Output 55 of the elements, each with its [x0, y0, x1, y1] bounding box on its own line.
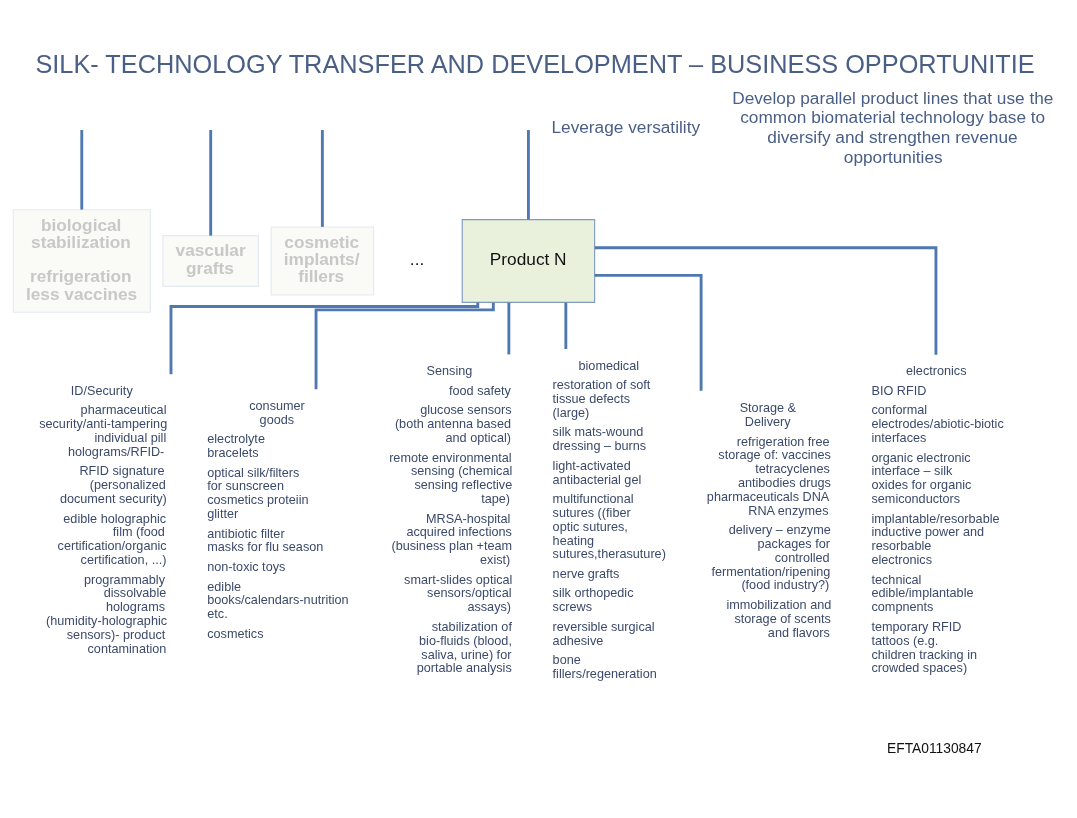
- node-label: edible holographic film (food certification/organic certification, ...): [57, 511, 167, 567]
- node-label: bone fillers/regeneration: [552, 652, 657, 681]
- node-text: biomedical: [578, 358, 640, 373]
- node-label: implantable/resorbable inductive power and resorbable electronics: [871, 511, 1000, 567]
- node-label: non-toxic toys: [207, 559, 286, 574]
- label: ...: [409, 248, 425, 269]
- node-label: temporary RFID tattoos (e.g. children tracking in crowded spaces): [871, 619, 978, 675]
- node-label: multifunctional sutures ((fiber optic sutures, heating sutures,therasuture): [552, 491, 666, 561]
- node-text: consumer goods: [249, 398, 305, 427]
- node-label: silk mats-wound dressing – burns: [552, 424, 647, 453]
- node-label: delivery – enzyme packages for controlled fermentation/ripening (food industry?): [711, 522, 831, 592]
- node-box: Product N: [461, 218, 596, 303]
- node-label: organic electronic interface – silk oxides for organic semiconductors: [871, 450, 972, 506]
- diagram-title: SILK- TECHNOLOGY TRANSFER AND DEVELOPMENT – BUSINESS OPPORTUNITIE: [35, 49, 1035, 78]
- node-label: programmably dissolvable holograms (humidity-holographic sensors)- product contamination: [46, 572, 168, 656]
- node-label: stabilization of bio-fluids (blood, saliva, urine) for portable analysis: [416, 619, 512, 675]
- connector: [169, 302, 480, 374]
- node-label: conformal electrodes/abiotic-biotic interfaces: [871, 402, 1004, 445]
- node-label: optical silk/filters for sunscreen cosmetics proteiin glitter: [207, 465, 309, 521]
- node-text: Sensing: [426, 363, 473, 378]
- node-label: cosmetics: [207, 626, 264, 641]
- node-label: BIO RFID: [871, 383, 927, 398]
- node-label: smart-slides optical sensors/optical assays): [404, 572, 513, 614]
- node-label: pharmaceutical security/anti-tampering individual pill holograms/RFID-: [39, 402, 168, 459]
- label: Leverage versatility: [551, 116, 701, 137]
- connector: [527, 129, 530, 219]
- connector: [564, 302, 568, 349]
- node-label: antibiotic filter masks for flu season: [207, 526, 324, 554]
- node-label: technical edible/implantable compnents: [871, 572, 974, 614]
- connector: [320, 129, 324, 227]
- connector: [209, 129, 213, 236]
- node-label: glucose sensors (both antenna based and optical): [394, 402, 512, 445]
- node-label: restoration of soft tissue defects (large): [552, 377, 651, 420]
- connector: [594, 245, 938, 355]
- connector: [314, 302, 495, 389]
- connector: [594, 273, 703, 391]
- node-label: nerve grafts: [552, 566, 620, 581]
- node-label: electrolyte bracelets: [207, 431, 265, 460]
- node-label: edible books/calendars-nutrition etc.: [207, 579, 349, 621]
- label: Develop parallel product lines that use the common biomaterial technology base to diversify and strengthen revenue opportunities: [732, 87, 1054, 167]
- node-text: ID/Security: [70, 383, 133, 398]
- node-label: food safety: [449, 383, 511, 398]
- node-label: reversible surgical adhesive: [552, 619, 655, 648]
- connector: [80, 129, 84, 210]
- node-label: light-activated antibacterial gel: [552, 458, 642, 487]
- node-label: silk orthopedic screws: [552, 585, 634, 614]
- node-label: remote environmental sensing (chemical sensing reflective tape): [389, 450, 513, 506]
- node-text: electronics: [906, 363, 967, 378]
- node-label: RFID signature (personalized document security): [59, 463, 167, 506]
- connector: [507, 302, 511, 354]
- node-label: refrigeration free storage of: vaccines tetracyclenes antibodies drugs pharmaceuticals DNA RNA enzymes: [706, 434, 831, 518]
- node-label: immobilization and storage of scents and flavors: [726, 597, 832, 640]
- label: EFTA01130847: [887, 739, 982, 756]
- node-text: Storage & Delivery: [739, 400, 796, 429]
- node-label: MRSA-hospital acquired infections (business plan +team exist): [391, 511, 513, 567]
